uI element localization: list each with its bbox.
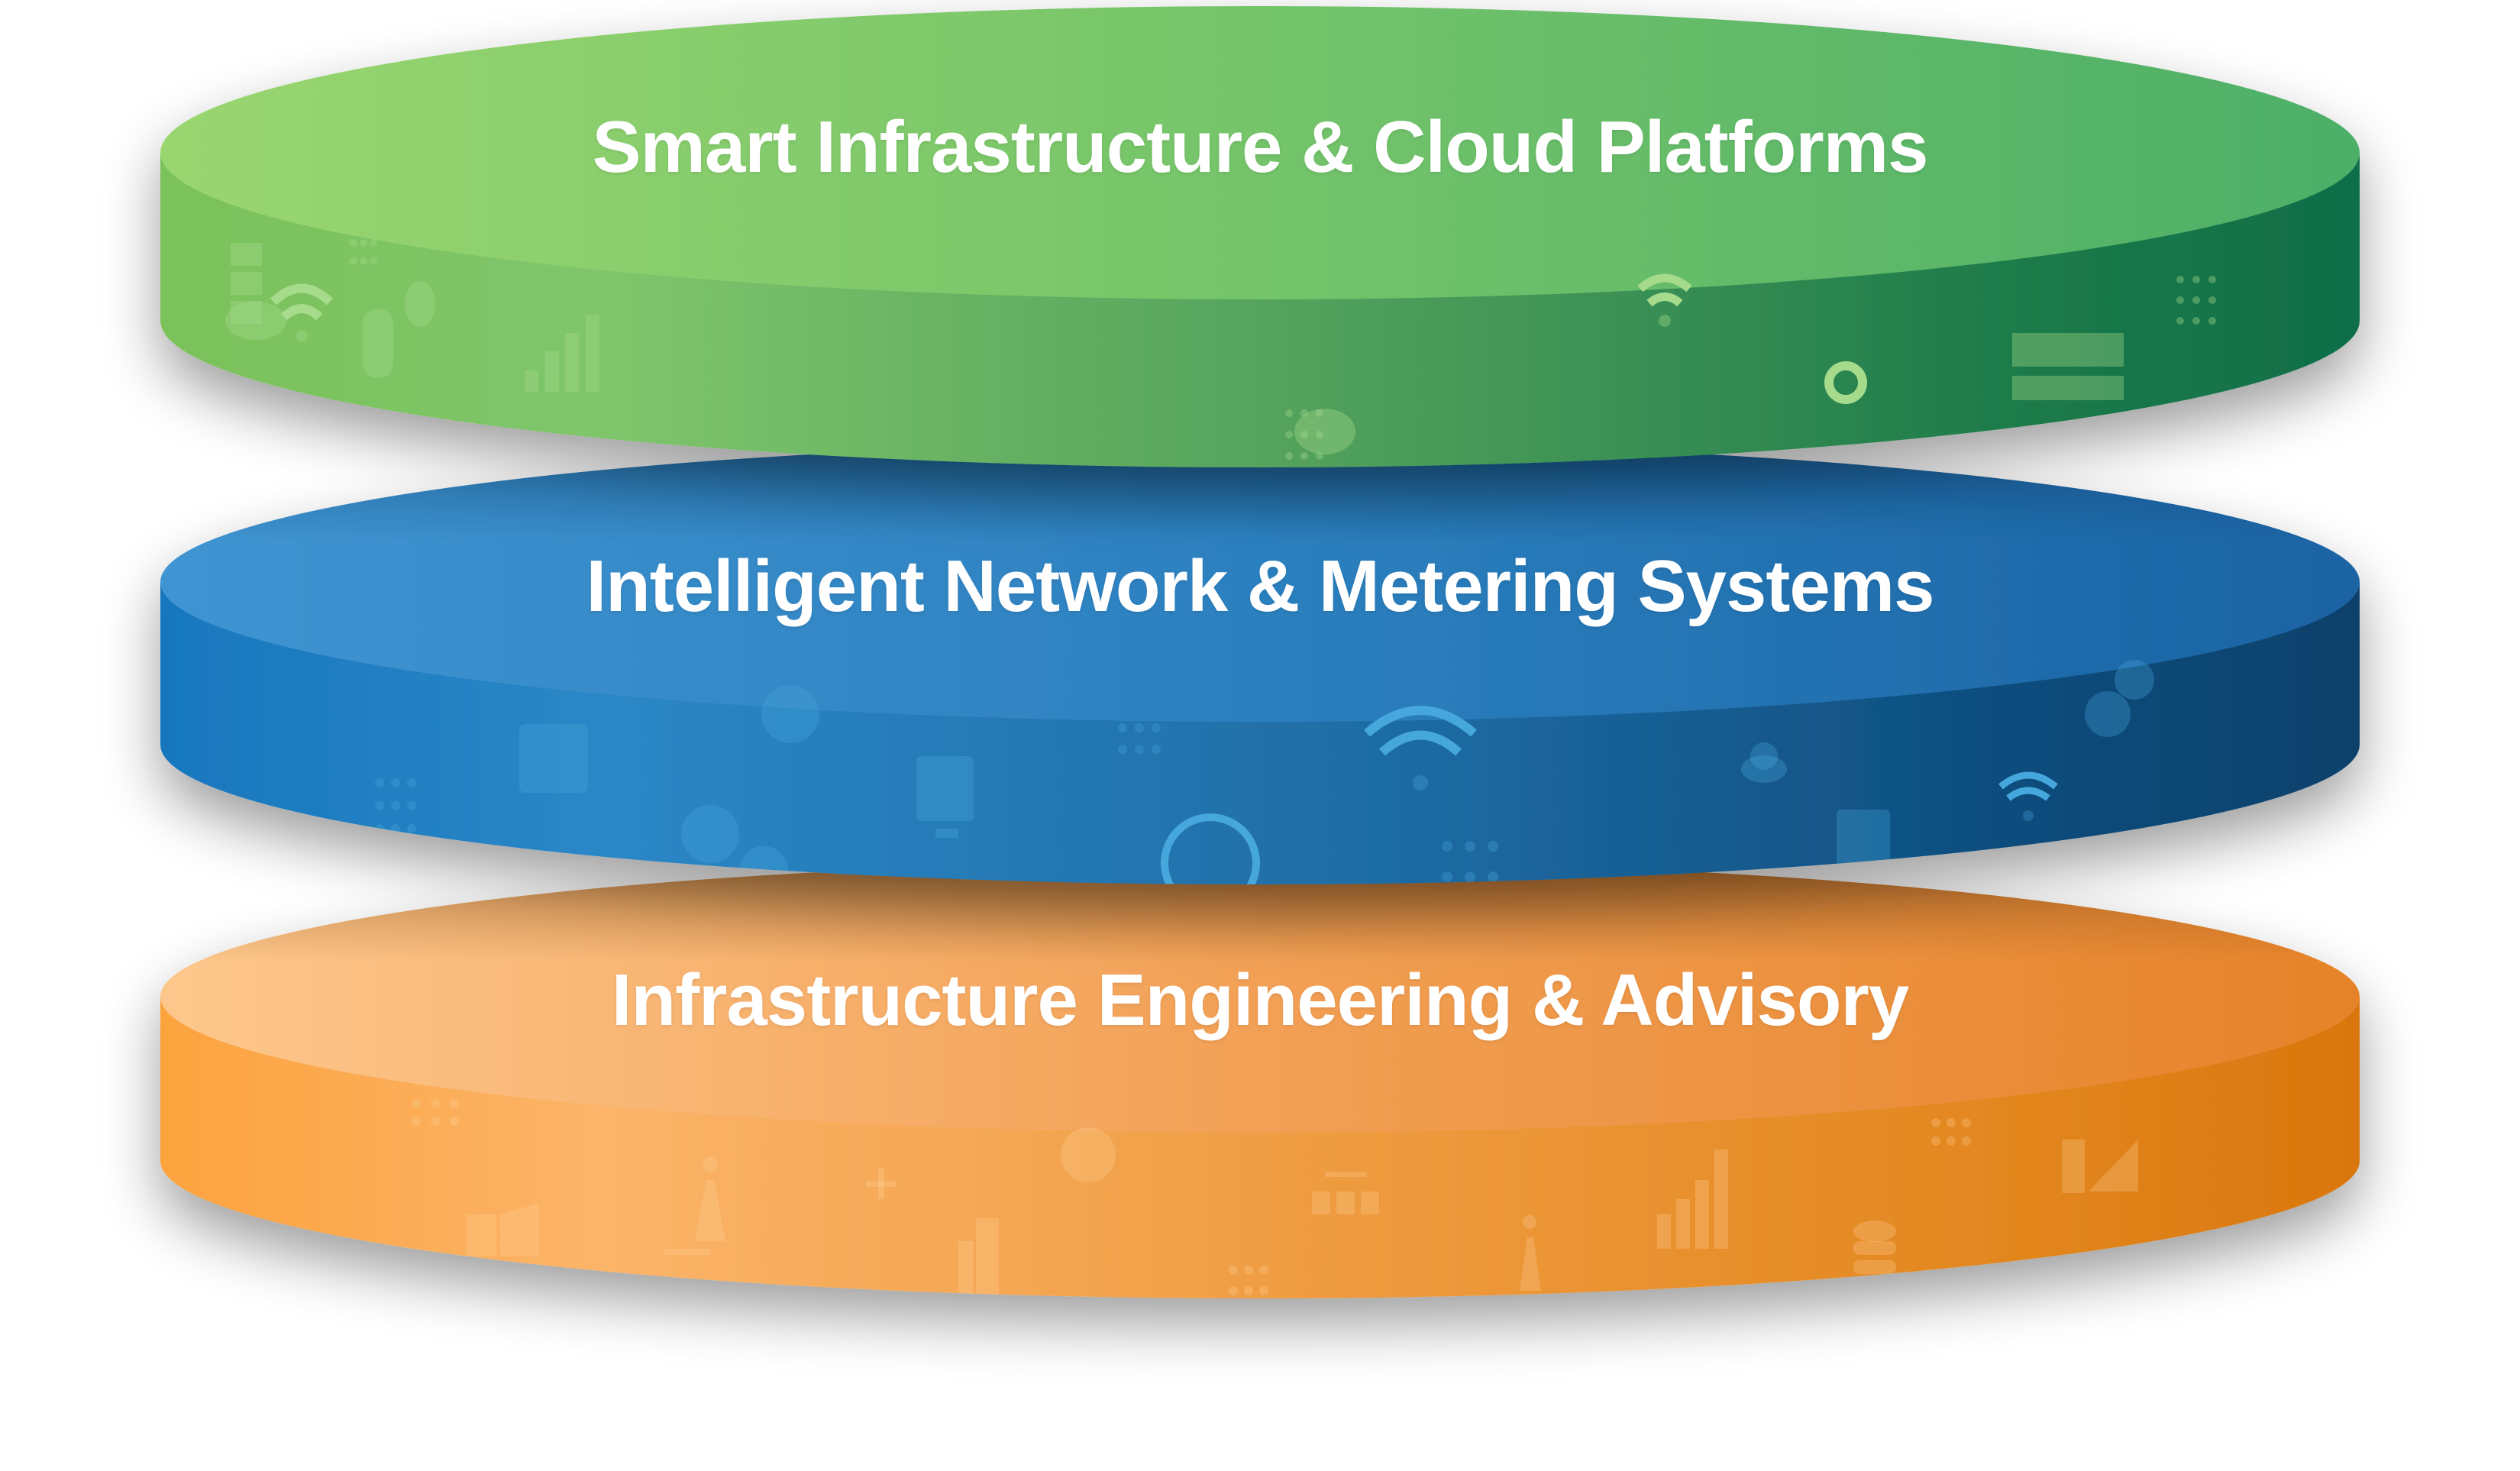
sun-gear-icon: [455, 438, 496, 467]
database-icon: [1853, 1220, 1896, 1274]
layer-bottom-disk: [160, 861, 2360, 1298]
dots-grid-icon: [1118, 723, 1161, 754]
wifi-icon: [1637, 273, 1692, 327]
dots-grid-icon: [375, 778, 416, 833]
gear-icon: [1061, 1127, 1116, 1182]
wifi-icon: [270, 283, 334, 342]
building-icon: [958, 1218, 999, 1295]
layer-middle-disk: [160, 442, 2360, 884]
layer-top-label: Smart Infrastructure & Cloud Platforms: [592, 106, 1929, 188]
blueprint-icon: [466, 1203, 538, 1256]
gears-icon: [2085, 660, 2154, 737]
bar-chart-icon: [1657, 1149, 1728, 1249]
dots-grid-icon: [2176, 276, 2216, 325]
dots-grid-icon: [1442, 841, 1498, 882]
layer-middle-label: Intelligent Network & Metering Systems: [586, 545, 1934, 627]
database-network-icon: [1312, 1172, 1379, 1214]
chip-icon: [1837, 810, 1890, 871]
dots-grid-icon: [1285, 409, 1323, 460]
bar-chart-icon: [525, 315, 599, 392]
tower-icon: [1520, 1215, 1541, 1291]
dots-grid-icon: [1229, 1266, 1268, 1295]
cloud-icon: [405, 281, 435, 327]
layer-bottom-label: Infrastructure Engineering & Advisory: [611, 959, 1909, 1041]
cloud-icon: [1741, 742, 1787, 783]
plus-icon: [866, 1169, 897, 1199]
dots-grid-icon: [350, 239, 377, 265]
wifi-icon: [1364, 706, 1477, 790]
chip-icon: [519, 724, 588, 793]
dots-grid-icon: [1931, 1118, 1971, 1146]
globe-icon: [761, 685, 819, 743]
tower-icon: [664, 1157, 725, 1255]
cloud-icon: [1294, 409, 1355, 454]
globe-icon: [1161, 813, 1260, 884]
wifi-icon: [1998, 771, 2058, 821]
layer-top-disk: [160, 6, 2360, 467]
dots-grid-icon: [412, 1099, 459, 1126]
sun-gear-icon: [1824, 361, 1867, 404]
monitor-gear-icon: [916, 756, 974, 838]
server-cloud-icon: [225, 243, 286, 340]
blueprint-icon: [2062, 1140, 2138, 1193]
server-cloud-icon: [2012, 333, 2124, 400]
